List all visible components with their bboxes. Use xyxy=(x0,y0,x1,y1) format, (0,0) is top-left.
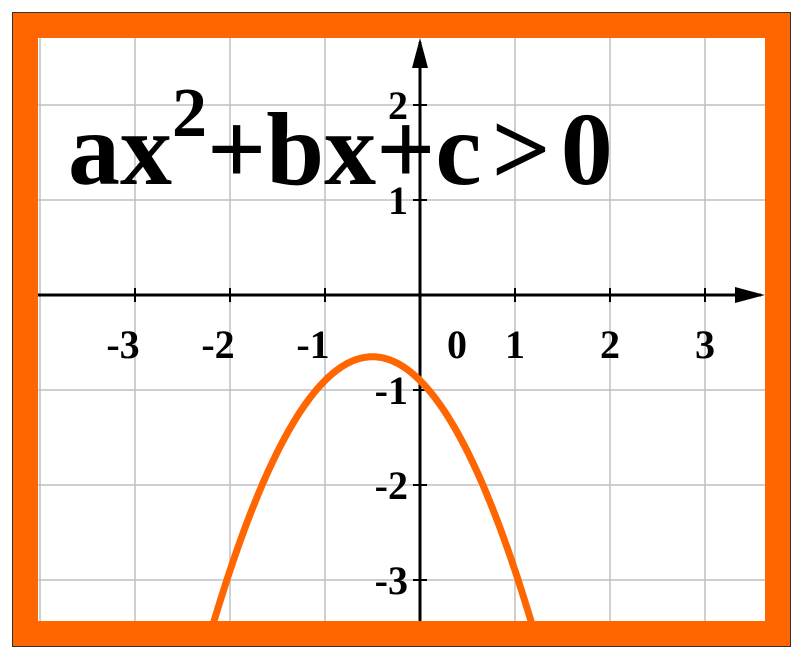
outer-border xyxy=(12,12,791,647)
plot-background xyxy=(38,38,765,621)
equation-rhs: 0 xyxy=(561,92,613,207)
equation-exponent: 2 xyxy=(172,75,207,152)
y-tick-label: -3 xyxy=(375,558,408,603)
grid xyxy=(38,38,765,621)
y-tick-label: 1 xyxy=(388,178,408,223)
x-tick-label: -3 xyxy=(106,322,139,367)
equation: ax2+bx+c>0 xyxy=(68,75,613,207)
y-tick-label: -1 xyxy=(375,368,408,413)
y-tick-label: -2 xyxy=(375,463,408,508)
x-tick-label: -2 xyxy=(201,322,234,367)
curve-layer xyxy=(210,353,535,621)
orange-frame xyxy=(12,12,791,647)
equation-bx-c: +bx+c xyxy=(207,92,482,207)
y-axis-arrow-icon xyxy=(412,38,428,68)
y-tick-labels: 2 1 -1 -2 -3 xyxy=(375,83,408,603)
parabola-curve xyxy=(210,353,535,621)
equation-relation: > xyxy=(492,92,551,207)
y-tick-label: 2 xyxy=(388,83,408,128)
x-tick-label: 1 xyxy=(505,322,525,367)
x-axis-arrow-icon xyxy=(735,287,765,303)
x-tick-label: 2 xyxy=(600,322,620,367)
equation-ax: ax xyxy=(68,92,172,207)
axes xyxy=(38,38,765,621)
x-tick-label: 3 xyxy=(695,322,715,367)
x-tick-label: 0 xyxy=(447,322,467,367)
x-tick-label: -1 xyxy=(296,322,329,367)
